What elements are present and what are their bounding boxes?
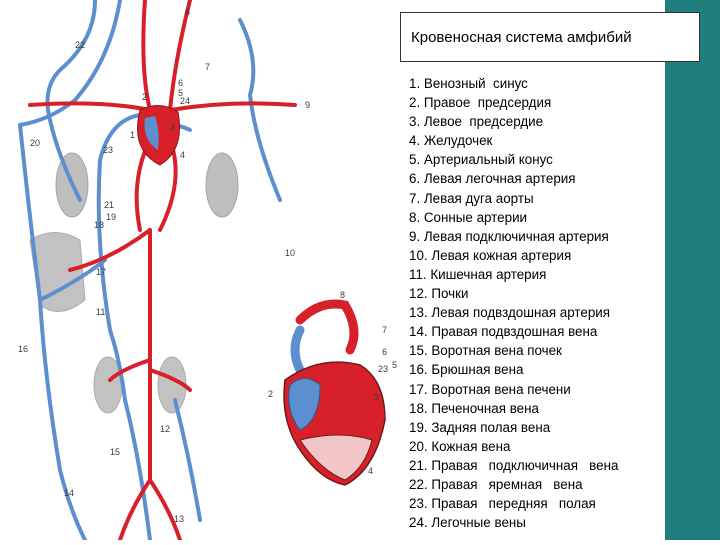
- fig-label-4: 4: [180, 150, 185, 160]
- legend-item: 11. Кишечная артерия: [409, 265, 618, 284]
- legend-item: 22. Правая яремная вена: [409, 475, 618, 494]
- fig-label-18: 18: [94, 220, 104, 230]
- legend-item: 16. Брюшная вена: [409, 360, 618, 379]
- legend-item: 1. Венозный синус: [409, 74, 618, 93]
- fig-label-6: 6: [178, 78, 183, 88]
- legend-item: 13. Левая подвздошная артерия: [409, 303, 618, 322]
- legend-item: 14. Правая подвздошная вена: [409, 322, 618, 341]
- heart-label-7: 7: [382, 325, 387, 335]
- fig-label-1: 1: [130, 130, 135, 140]
- heart-label-6: 6: [382, 347, 387, 357]
- heart-label-5: 5: [392, 360, 397, 370]
- heart-label-3: 3: [374, 392, 379, 402]
- legend-item: 4. Желудочек: [409, 131, 618, 150]
- heart-label-23: 23: [378, 364, 388, 374]
- fig-label-21: 21: [104, 200, 114, 210]
- legend-item: 12. Почки: [409, 284, 618, 303]
- fig-label-9: 9: [305, 100, 310, 110]
- fig-label-22: 22: [75, 40, 85, 50]
- legend-item: 20. Кожная вена: [409, 437, 618, 456]
- accent-bar: [665, 0, 720, 540]
- title-box: Кровеносная система амфибий: [400, 12, 700, 62]
- fig-label-8: 8: [185, 7, 190, 17]
- legend-item: 9. Левая подключичная артерия: [409, 227, 618, 246]
- fig-label-20: 20: [30, 138, 40, 148]
- arteries: [30, 0, 295, 540]
- legend-item: 10. Левая кожная артерия: [409, 246, 618, 265]
- legend-item: 24. Легочные вены: [409, 513, 618, 532]
- fig-label-7: 7: [205, 62, 210, 72]
- detailed-heart: [284, 304, 385, 485]
- legend-item: 2. Правое предсердия: [409, 93, 618, 112]
- legend-item: 15. Воротная вена почек: [409, 341, 618, 360]
- legend-item: 19. Задняя полая вена: [409, 418, 618, 437]
- fig-label-19: 19: [106, 212, 116, 222]
- legend-item: 7. Левая дуга аорты: [409, 189, 618, 208]
- legend-list: 1. Венозный синус 2. Правое предсердия 3…: [409, 74, 618, 532]
- fig-label-10: 10: [285, 248, 295, 258]
- legend-item: 21. Правая подключичная вена: [409, 456, 618, 475]
- fig-label-2: 2: [142, 92, 147, 102]
- legend-item: 8. Сонные артерии: [409, 208, 618, 227]
- legend-item: 3. Левое предсердие: [409, 112, 618, 131]
- page-title: Кровеносная система амфибий: [411, 29, 632, 46]
- heart-label-4: 4: [368, 466, 373, 476]
- circulatory-diagram: 1 2 3 4 5 6 7 8 9 10 11 12 13 14 15 16 1…: [0, 0, 400, 540]
- fig-label-17: 17: [96, 267, 106, 277]
- fig-label-24: 24: [180, 96, 190, 106]
- legend-item: 17. Воротная вена печени: [409, 380, 618, 399]
- fig-label-3: 3: [170, 122, 175, 132]
- heart-label-2: 2: [268, 389, 273, 399]
- right-lung: [206, 153, 238, 217]
- fig-label-15: 15: [110, 447, 120, 457]
- fig-label-16: 16: [18, 344, 28, 354]
- legend-item: 6. Левая легочная артерия: [409, 169, 618, 188]
- fig-label-14: 14: [64, 488, 74, 498]
- legend-item: 5. Артериальный конус: [409, 150, 618, 169]
- fig-label-13: 13: [174, 514, 184, 524]
- heart-label-8: 8: [340, 290, 345, 300]
- legend-panel: 1. Венозный синус 2. Правое предсердия 3…: [400, 68, 665, 540]
- organs: [30, 153, 238, 413]
- fig-label-23: 23: [103, 145, 113, 155]
- diagram-svg: 1 2 3 4 5 6 7 8 9 10 11 12 13 14 15 16 1…: [0, 0, 400, 540]
- fig-label-12: 12: [160, 424, 170, 434]
- legend-item: 23. Правая передняя полая: [409, 494, 618, 513]
- fig-label-11: 11: [96, 307, 105, 317]
- legend-item: 18. Печеночная вена: [409, 399, 618, 418]
